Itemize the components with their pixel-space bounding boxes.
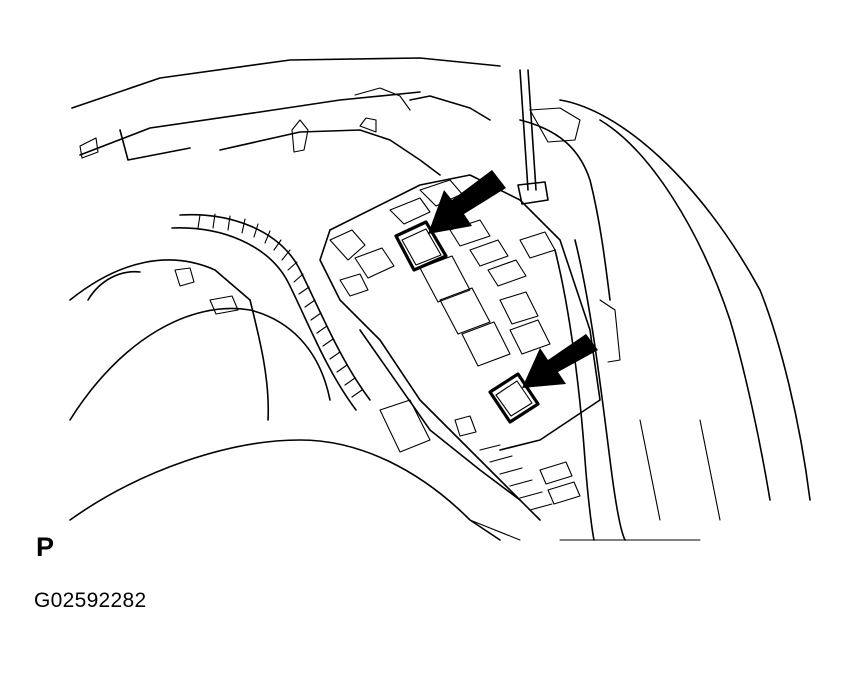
cowl-outline (71, 57, 501, 176)
view-letter: P (36, 532, 55, 562)
dipstick-rod (517, 69, 549, 205)
crop-edge (469, 519, 701, 541)
fender-outline (519, 99, 811, 541)
braided-hose (171, 213, 371, 411)
relay-callout-arrow-upper (428, 170, 506, 234)
upper-relay (394, 220, 448, 272)
air-intake-duct (69, 259, 501, 541)
relay-callout-arrow-lower (522, 334, 598, 388)
figure-code: G02592282 (34, 589, 147, 612)
